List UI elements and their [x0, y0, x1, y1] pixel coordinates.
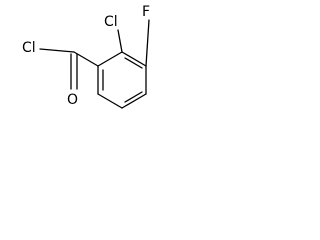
bond-carbonyl-cl — [39, 48, 75, 53]
bond-c1-carbonyl — [73, 51, 99, 67]
bond-c3-f — [145, 19, 150, 67]
structure-diagram: Cl F Cl O — [22, 4, 150, 109]
atom-label-chlorine-acyl: Cl — [22, 40, 36, 56]
ring-double-bond-inner-2 — [124, 91, 143, 103]
atom-label-oxygen: O — [67, 92, 78, 108]
ring-bond-c5-c6 — [97, 93, 123, 109]
bond-c2-cl — [117, 29, 123, 53]
ring-bond-c4-c5 — [121, 93, 147, 109]
ring-double-bond-inner-1 — [124, 57, 143, 69]
ring-bond-c1-c2 — [97, 51, 123, 67]
benzene-ring — [97, 51, 147, 109]
ring-bond-c2-c3 — [121, 51, 147, 67]
atom-label-fluorine: F — [142, 4, 150, 20]
atom-label-chlorine-ring: Cl — [104, 14, 118, 30]
